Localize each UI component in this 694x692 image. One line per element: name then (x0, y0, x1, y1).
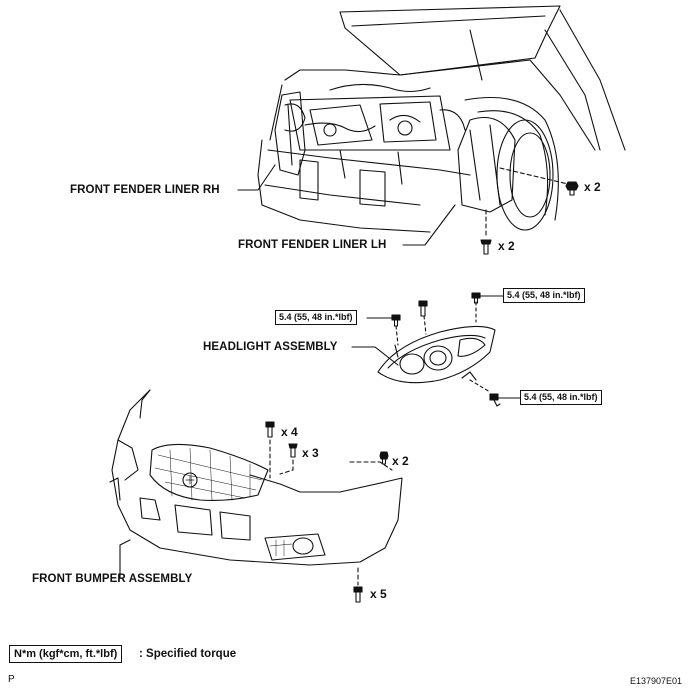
screw-icon (565, 181, 579, 196)
bolt-icon (265, 421, 275, 438)
screw-icon (379, 451, 389, 465)
bolt-dash-mid (423, 315, 427, 335)
rh-screw-dash (499, 167, 569, 185)
label-headlight-assembly: HEADLIGHT ASSEMBLY (203, 341, 338, 353)
figure-id: E137907E01 (630, 676, 683, 686)
bumper-leader (119, 539, 131, 579)
qty-bumper-clip-top: x 3 (302, 446, 319, 460)
bumper-clip-dash (279, 459, 294, 475)
qty-rh-screw: x 2 (584, 180, 601, 194)
bolt-dash-left (395, 325, 399, 346)
qty-bumper-bolt-top: x 4 (281, 425, 298, 439)
car-front-illustration (257, 5, 626, 233)
label-front-bumper-assembly: FRONT BUMPER ASSEMBLY (32, 573, 193, 585)
qty-bumper-bolt-bottom: x 5 (370, 587, 387, 601)
headlight-leader (351, 346, 399, 366)
bolt-icon (353, 586, 363, 603)
torque-headlight-left: 5.4 (55, 48 in.*lbf) (275, 310, 357, 325)
label-front-fender-liner-lh: FRONT FENDER LINER LH (238, 239, 387, 251)
torque-headlight-top: 5.4 (55, 48 in.*lbf) (503, 288, 585, 303)
bumper-side-dash (349, 461, 393, 471)
legend-torque-unit: N*m (kgf*cm, ft.*lbf) (9, 645, 123, 663)
fender-lh-leader (402, 204, 456, 246)
bolt-icon (418, 300, 428, 317)
legend-description: : Specified torque (139, 648, 237, 660)
page-letter: P (8, 674, 15, 685)
bolt-icon (489, 393, 501, 407)
fender-rh-leader (237, 164, 276, 191)
qty-lh-clip: x 2 (498, 239, 515, 253)
torque-headlight-bottom: 5.4 (55, 48 in.*lbf) (520, 390, 602, 405)
bumper-illustration (109, 389, 403, 566)
clip-icon (480, 239, 492, 255)
label-front-fender-liner-rh: FRONT FENDER LINER RH (70, 184, 220, 196)
clip-icon (288, 443, 298, 458)
bolt-dash-bottom (469, 379, 491, 393)
bolt-icon (391, 314, 401, 327)
qty-bumper-screw-side: x 2 (392, 454, 409, 468)
bolt-icon (471, 292, 481, 304)
headlight-illustration (377, 325, 496, 384)
